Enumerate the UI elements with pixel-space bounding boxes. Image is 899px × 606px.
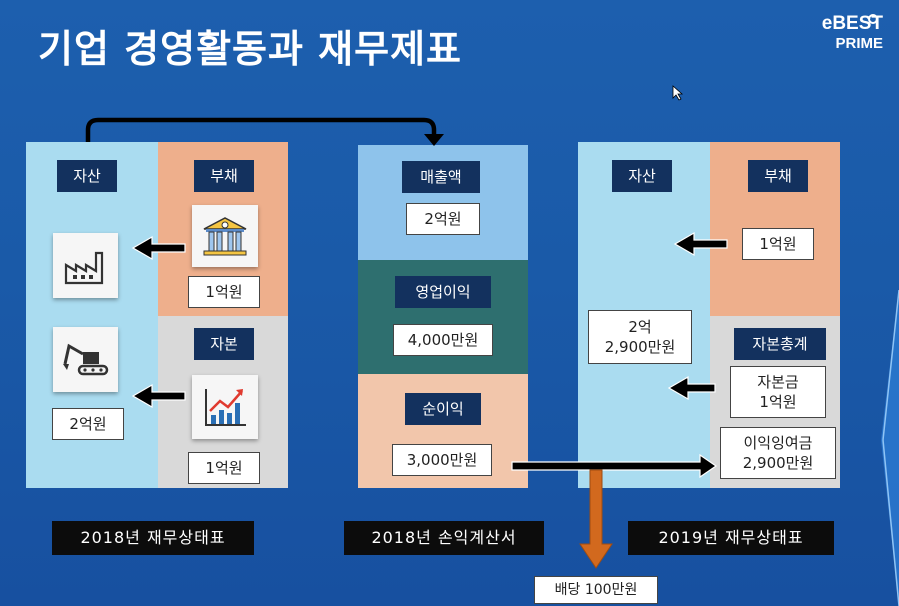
bs2018-label: 2018년 재무상태표 (52, 521, 254, 555)
dividend-label: 배당 100만원 (534, 576, 658, 604)
net-income-to-retained-arrow (511, 453, 718, 479)
liability-to-asset-arrow (131, 235, 186, 261)
bs2018-liability-value: 1억원 (188, 276, 260, 308)
bs2019-equity-header: 자본총계 (734, 328, 826, 360)
capital-label: 자본금 (757, 373, 799, 391)
retained-earnings-value: 2,900만원 (742, 454, 814, 472)
net-income-value: 3,000만원 (392, 444, 492, 476)
logo-line2: PRIME (835, 35, 883, 52)
income2018-label: 2018년 손익계산서 (344, 521, 544, 555)
bs2019-asset-value: 2억 2,900만원 (588, 310, 692, 364)
connector-arrow-head (424, 134, 444, 146)
bs2019-capital-box: 자본금 1억원 (730, 366, 826, 418)
bank-building-icon (192, 205, 258, 267)
decorative-stripe (881, 290, 899, 606)
factory-icon (53, 233, 118, 298)
growth-chart-icon (192, 375, 258, 439)
bs2019-label: 2019년 재무상태표 (628, 521, 834, 555)
bs2019-asset-value-line1: 2억 (628, 318, 652, 336)
bs2018-asset-value: 2억원 (52, 408, 124, 440)
page-title: 기업 경영활동과 재무제표 (38, 27, 463, 71)
retained-earnings-label: 이익잉여금 (743, 434, 813, 452)
capital-value: 1억원 (759, 393, 797, 411)
bs2018-equity-value: 1억원 (188, 452, 260, 484)
logo-line1: eBEST (821, 13, 883, 34)
net-income-header: 순이익 (405, 393, 481, 425)
bs2018-asset-header: 자산 (57, 160, 117, 192)
sales-value: 2억원 (406, 203, 480, 235)
excavator-icon (53, 327, 118, 392)
bs2019-asset-value-line2: 2,900만원 (604, 338, 676, 356)
bs2019-liability-header: 부채 (748, 160, 808, 192)
equity-to-asset-arrow (131, 383, 186, 409)
mouse-cursor-icon (672, 85, 684, 101)
bs2018-equity-header: 자본 (194, 328, 254, 360)
bs2018-liability-header: 부채 (194, 160, 254, 192)
logo-ring-icon (868, 14, 878, 24)
bs2019-retained-earnings-box: 이익잉여금 2,900만원 (720, 427, 836, 479)
sales-header: 매출액 (402, 161, 480, 193)
bs2019-liability-value: 1억원 (742, 228, 814, 260)
bs2019-asset-header: 자산 (612, 160, 672, 192)
bs2019-equity-arrow (667, 375, 716, 401)
bs2019-liability-arrow (673, 231, 728, 257)
operating-income-header: 영업이익 (395, 276, 491, 308)
ebest-prime-logo: eBEST PRIME (822, 14, 883, 54)
dividend-arrow (579, 469, 613, 569)
operating-income-value: 4,000만원 (393, 324, 493, 356)
connector-arrow (85, 117, 437, 142)
